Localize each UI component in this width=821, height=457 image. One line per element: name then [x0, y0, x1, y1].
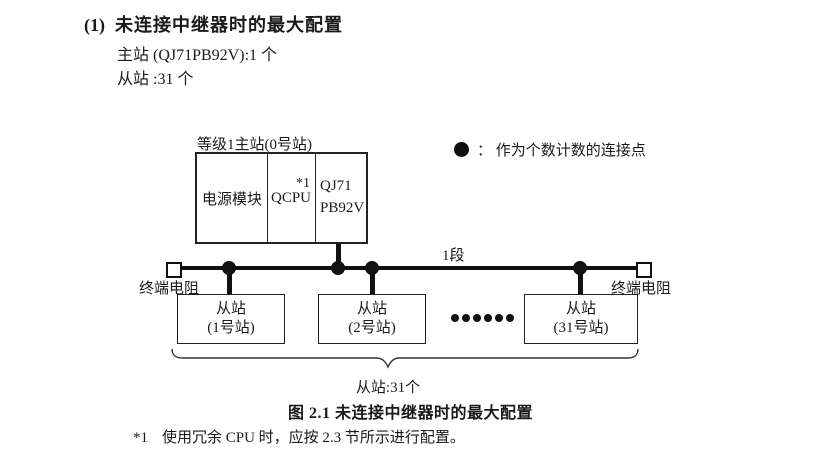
- slave31-station: (31号站): [553, 320, 609, 336]
- slave2-station: (2号站): [348, 320, 396, 336]
- footnote-text: 使用冗余 CPU 时，应按 2.3 节所示进行配置。: [162, 430, 465, 446]
- bus-line: [180, 266, 637, 270]
- slave1-drop-line: [227, 269, 232, 295]
- legend-text: ： 作为个数计数的连接点: [477, 143, 646, 159]
- master-drop-line: [336, 244, 341, 268]
- underbrace: [171, 348, 639, 369]
- slave31-drop-line: [578, 269, 583, 295]
- master-station-label: 等级1主站(0号站): [197, 137, 312, 153]
- title-index: (1): [84, 15, 105, 35]
- right-terminator-label: 终端电阻: [611, 281, 672, 297]
- connection-dot-slave31: [573, 261, 587, 275]
- master-station-box: 电源模块 *1 QCPU QJ71 PB92V: [195, 152, 368, 244]
- connection-point-icon: [454, 142, 469, 157]
- brace-label: 从站:31个: [355, 380, 421, 396]
- footnote-marker: *1: [133, 430, 148, 446]
- qcpu-label: QCPU: [271, 189, 312, 206]
- slave-box-1: 从站 (1号站): [177, 294, 285, 344]
- page-title: (1) 未连接中继器时的最大配置: [84, 11, 343, 37]
- slave31-name: 从站: [565, 301, 596, 318]
- slave1-name: 从站: [215, 301, 246, 318]
- connection-dot-slave2: [365, 261, 379, 275]
- qcpu-cell: *1 QCPU: [267, 154, 315, 242]
- ellipsis-dots-icon: [451, 314, 514, 322]
- connection-dot-slave1: [222, 261, 236, 275]
- connection-dot-master: [331, 261, 345, 275]
- slave1-station: (1号站): [207, 320, 255, 336]
- left-terminator-icon: [166, 262, 182, 278]
- left-terminator-label: 终端电阻: [139, 281, 200, 297]
- figure-caption: 图 2.1 未连接中继器时的最大配置: [287, 405, 533, 422]
- pb92v-module-cell: QJ71 PB92V: [315, 154, 366, 242]
- slave-box-2: 从站 (2号站): [318, 294, 426, 344]
- power-module-cell: 电源模块: [201, 191, 262, 208]
- right-terminator-icon: [636, 262, 652, 278]
- qcpu-footnote-ref: *1: [296, 176, 310, 191]
- slave-count-line: 从站 :31 个: [117, 71, 194, 88]
- footnote: *1 使用冗余 CPU 时，应按 2.3 节所示进行配置。: [133, 426, 465, 447]
- slave2-drop-line: [370, 269, 375, 295]
- slave2-name: 从站: [356, 301, 387, 318]
- title-text: 未连接中继器时的最大配置: [115, 15, 343, 35]
- legend: ： 作为个数计数的连接点: [454, 139, 646, 160]
- module-name-line1: QJ71: [320, 178, 352, 195]
- master-count-line: 主站 (QJ71PB92V):1 个: [117, 47, 278, 64]
- slave-box-31: 从站 (31号站): [524, 294, 638, 344]
- module-name-line2: PB92V: [320, 200, 365, 216]
- segment-label: 1段: [442, 248, 465, 264]
